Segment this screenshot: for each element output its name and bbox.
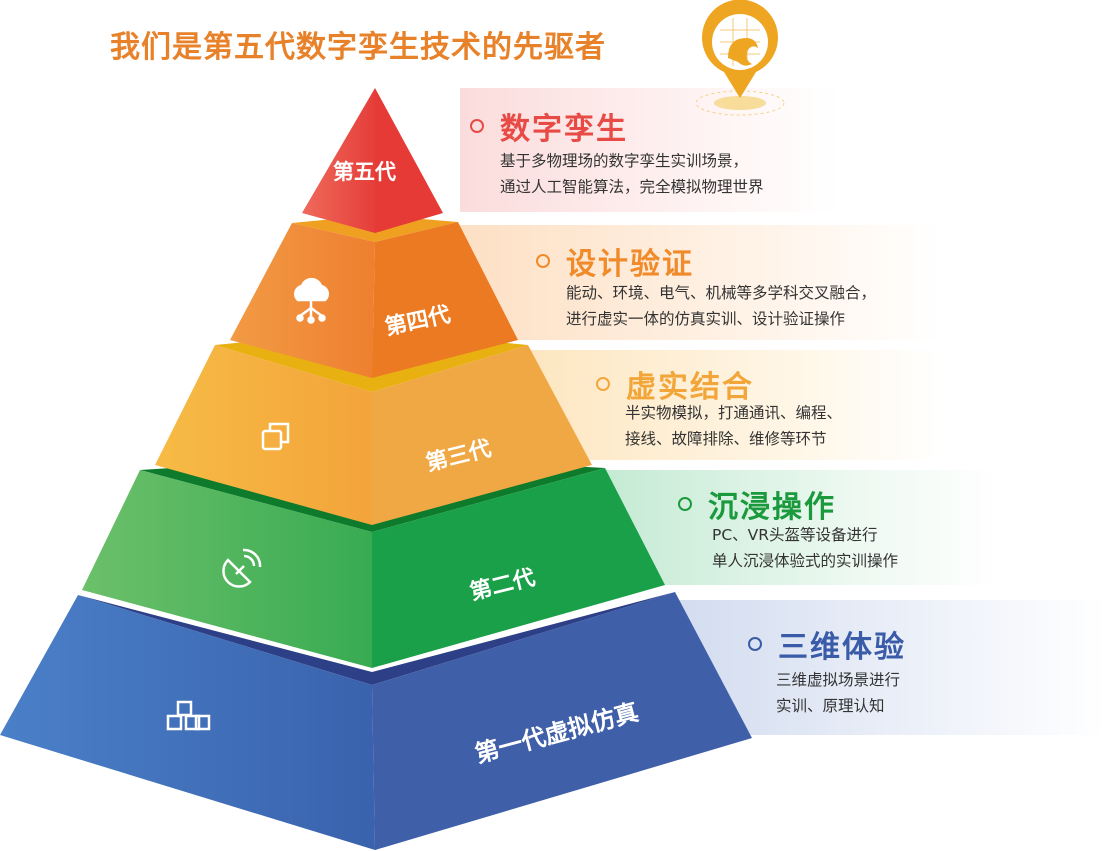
cloud-network-icon [293,277,330,324]
tier-heading: 设计验证 [566,247,694,282]
tier2-right-face [372,468,665,668]
tier-desc-line: 进行虚实一体的仿真实训、设计验证操作 [566,310,846,328]
bullet-icon [748,637,762,651]
cubes-icon [166,700,211,731]
tier-desc-line: 单人沉浸体验式的实训操作 [712,552,899,570]
tier-desc-line: 通过人工智能算法，完全模拟物理世界 [500,178,764,196]
panel-immersive: 沉浸操作 PC、VR头盔等设备进行单人沉浸体验式的实训操作 [600,470,1000,585]
overlapping-squares-icon [261,422,290,451]
logo-pin-icon [695,0,785,116]
tier-heading: 沉浸操作 [708,490,836,525]
tier-desc-line: 半实物模拟，打通通讯、编程、 [625,404,843,422]
tier-desc-line: 基于多物理场的数字孪生实训场景， [500,152,749,170]
bullet-icon [470,119,484,133]
bullet-icon [678,497,692,511]
tier-desc-line: 实训、原理认知 [776,697,885,715]
page-title: 我们是第五代数字孪生技术的先驱者 [110,30,606,65]
tier-desc-line: PC、VR头盔等设备进行 [712,526,878,544]
panel-3d-experience: 三维体验 三维虚拟场景进行实训、原理认知 [670,600,1106,735]
tier3-right-face [372,345,592,525]
tier-heading: 虚实结合 [626,370,754,405]
tier-desc-line: 接线、故障排除、维修等环节 [625,430,827,448]
tier4-right-face [372,222,518,378]
tier5-left-face [302,88,375,233]
panel-design-verification: 设计验证 能动、环境、电气、机械等多学科交叉融合， 进行虚实一体的仿真实训、设计验… [460,225,940,340]
tier5-label: 第五代 [333,160,396,184]
panel-digital-twin: 数字孪生 基于多物理场的数字孪生实训场景， 通过人工智能算法，完全模拟物理世界 [460,88,840,212]
tier5-right-face [375,88,443,233]
tier1-right-face [372,592,752,850]
panel-virtual-real: 虚实结合 半实物模拟，打通通讯、编程、接线、故障排除、维修等环节 [520,350,940,460]
tier2-left-face [82,470,372,668]
bullet-icon [596,377,610,391]
satellite-dish-icon [222,548,262,588]
tier-heading: 数字孪生 [500,112,628,147]
tier-heading: 三维体验 [778,630,906,665]
tier-desc-line: 三维虚拟场景进行 [776,671,901,689]
tier-desc-line: 能动、环境、电气、机械等多学科交叉融合， [566,284,877,302]
tier1-left-face [0,595,375,850]
bullet-icon [536,254,550,268]
